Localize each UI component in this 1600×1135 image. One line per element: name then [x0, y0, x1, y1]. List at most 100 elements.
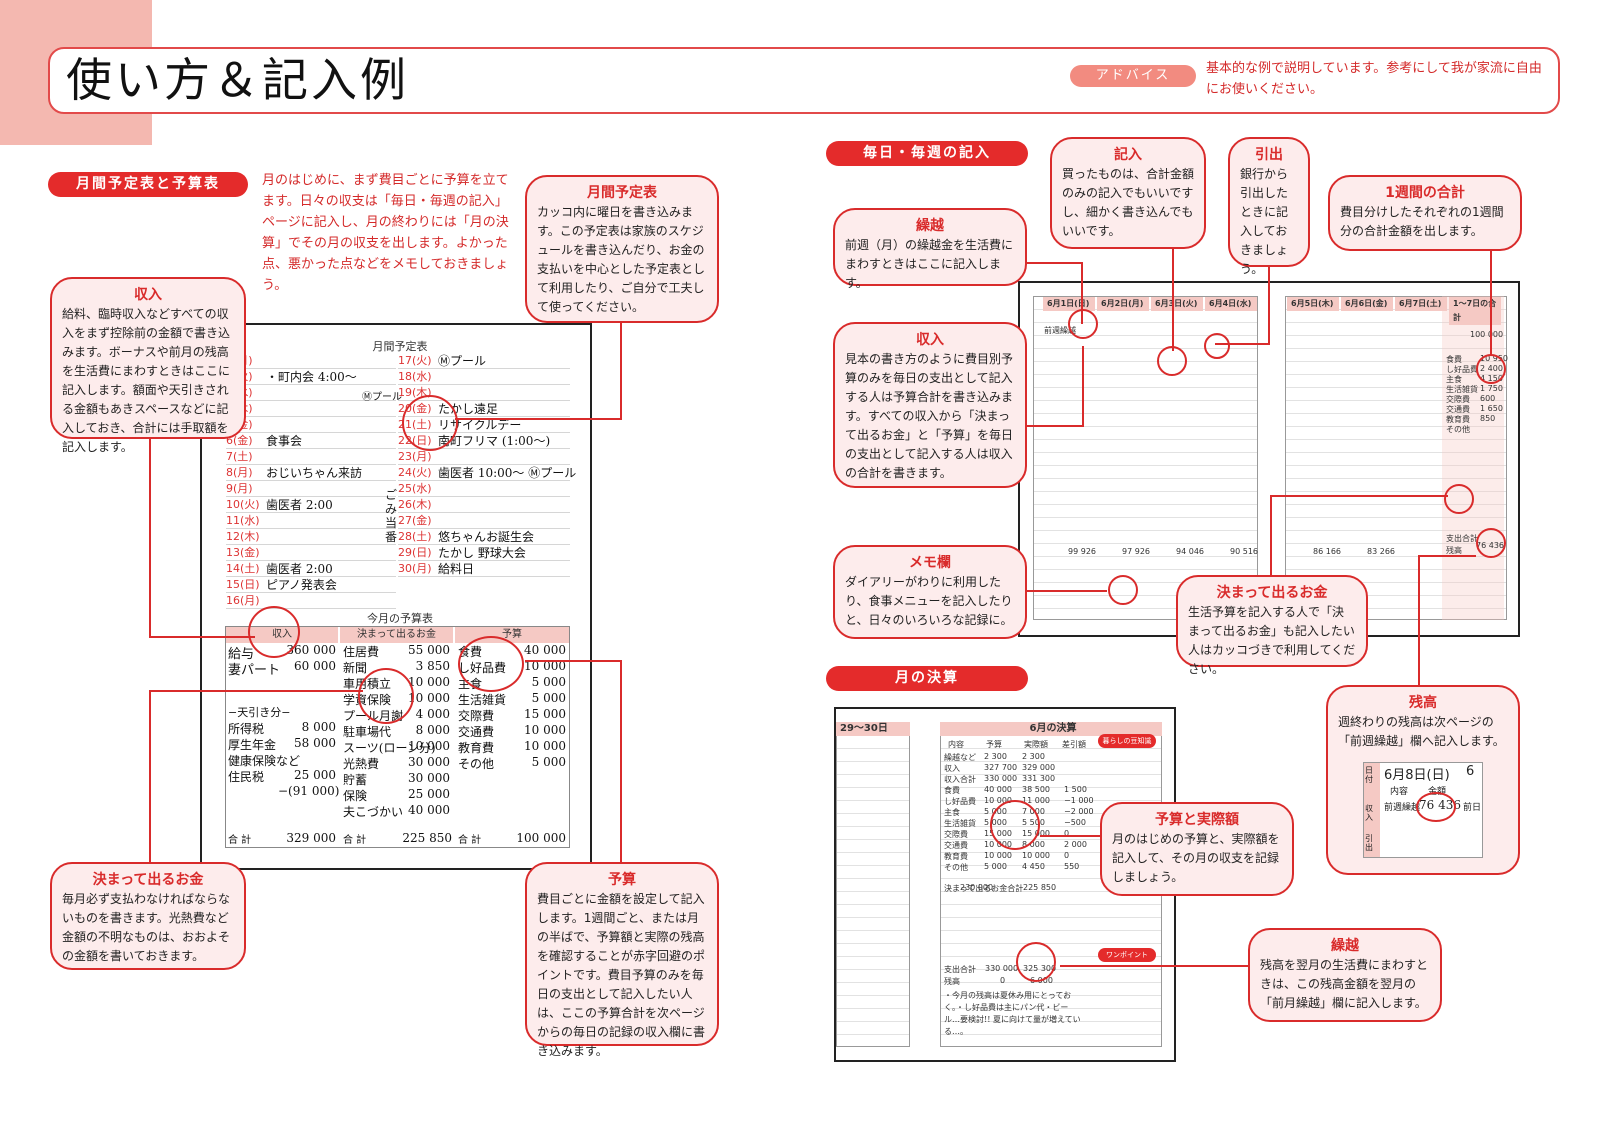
- month-row-actual: 10 000: [1022, 851, 1050, 860]
- month-balance-budget: 0: [1000, 976, 1006, 985]
- highlight-circle: [1108, 575, 1138, 605]
- balance-head-content: 内容: [1390, 787, 1409, 797]
- callout-title: 繰越: [916, 218, 944, 234]
- highlight-circle: [402, 395, 458, 451]
- fixed-amount: 8 000: [415, 723, 450, 737]
- schedule-day: 27(金): [398, 514, 432, 527]
- callout-fixed-left: 決まって出るお金 毎月必ず支払わなければならないものを書きます。光熱費など金額の…: [50, 862, 246, 970]
- fixed-item: 新聞: [343, 661, 368, 675]
- highlight-circle: [1476, 354, 1506, 384]
- connector-line: [1418, 555, 1476, 557]
- highlight-circle: [1444, 484, 1474, 514]
- week-row-label: 生活雑貨: [1446, 385, 1478, 394]
- month-memo: ・今月の残高は夏休み用にとっておく。・し好品費は主にパン代・ビール…要検討!! …: [944, 991, 1081, 1036]
- week-day-header: 6月4日(水): [1205, 297, 1257, 311]
- budget-title: 今月の予算表: [367, 612, 433, 625]
- fixed-amount: 40 000: [408, 803, 450, 817]
- tip-panel-title-2: ワンポイント: [1098, 948, 1156, 962]
- connector-line: [1027, 590, 1107, 592]
- connector-line: [620, 660, 622, 862]
- month-row-diff: −500: [1064, 818, 1086, 827]
- callout-body: 月のはじめの予算と、実際額を記入して、その月の収支を記録しましょう。: [1112, 832, 1280, 884]
- fixed-item: 住居費: [343, 645, 380, 659]
- balance-next-row: 前日: [1463, 803, 1482, 813]
- week-day-balance: 83 266: [1367, 547, 1395, 556]
- total-amount: 225 850: [402, 831, 452, 845]
- callout-carry-next-month: 繰越 残高を翌月の生活費にまわすときは、この残高金額を翌月の「前月繰越」欄に記入…: [1248, 928, 1442, 1022]
- month-balance-label: 残高: [944, 977, 960, 986]
- week-income: 100 000: [1470, 330, 1504, 339]
- callout-budget-actual: 予算と実際額 月のはじめの予算と、実際額を記入して、その月の収支を記録しましょう…: [1100, 802, 1294, 896]
- highlight-circle: [990, 800, 1040, 850]
- week-day-header: 6月3日(火): [1151, 297, 1203, 311]
- month-head: 差引額: [1062, 740, 1086, 749]
- callout-title: 決まって出るお金: [1216, 585, 1328, 601]
- callout-title: メモ欄: [909, 555, 951, 571]
- callout-title: 繰越: [1331, 938, 1359, 954]
- fixed-amount: 10 000: [408, 691, 450, 705]
- budget-amount: 40 000: [524, 643, 566, 657]
- fixed-item: 保険: [343, 789, 368, 803]
- schedule-row: 13(金): [226, 545, 396, 561]
- budget-amount: 5 000: [531, 675, 566, 689]
- week-day-header: 1〜7日の合計: [1449, 297, 1501, 325]
- week-total-value: 600: [1480, 394, 1496, 403]
- schedule-day: 13(金): [226, 546, 260, 559]
- schedule-day: 11(水): [226, 514, 260, 527]
- month-row-diff: 1 500: [1064, 785, 1087, 794]
- schedule-note: 悠ちゃんお誕生会: [438, 530, 535, 544]
- callout-body: カッコ内に曜日を書き込みます。この予定表は家族のスケジュールを書き込んだり、お金…: [537, 205, 706, 314]
- connector-line: [149, 636, 255, 638]
- garbage-duty-note: ごみ当番: [385, 488, 398, 544]
- month-row-budget: 2 300: [984, 752, 1007, 761]
- income-amount: 360 000: [286, 643, 336, 657]
- connector-line: [1172, 249, 1174, 351]
- month-row-budget: 10 000: [984, 796, 1012, 805]
- week-row-label: 交際費: [1446, 395, 1470, 404]
- schedule-day: 16(月): [226, 594, 260, 607]
- deduction-amount: 58 000: [294, 736, 336, 750]
- highlight-circle: [1157, 346, 1187, 376]
- callout-budget: 予算 費目ごとに金額を設定して記入します。1週間ごと、または月の半ばで、予算額と…: [525, 862, 719, 1058]
- week-total-column: [1442, 296, 1504, 620]
- month-row-budget: 330 000: [984, 774, 1018, 783]
- connector-line: [1268, 267, 1270, 344]
- fixed-amount: 4 000: [415, 707, 450, 721]
- connector-line: [1081, 262, 1083, 324]
- fixed-amount: 10 000: [408, 739, 450, 753]
- schedule-row: 27(金): [398, 513, 570, 529]
- month-row-label: し好品費: [944, 797, 976, 806]
- connector-line: [1490, 251, 1492, 355]
- callout-body: 費目分けしたそれぞれの1週間分の合計金額を出します。: [1340, 205, 1504, 238]
- highlight-circle: [1416, 792, 1456, 822]
- left-intro: 月のはじめに、まず費目ごとに予算を立てます。日々の収支は「毎日・毎週の記入」ペー…: [262, 173, 509, 293]
- month-row-label: 食費: [944, 786, 960, 795]
- balance-side-date: 日付: [1365, 766, 1373, 784]
- balance-example-date: 6月8日(日): [1384, 768, 1450, 783]
- schedule-row: 2(火)・町内会 4:00〜: [226, 369, 396, 385]
- month-row-budget: 327 700: [984, 763, 1018, 772]
- callout-title: 月間予定表: [587, 185, 657, 201]
- schedule-row: 18(水): [398, 369, 570, 385]
- callout-memo: メモ欄 ダイアリーがわりに利用したり、食事メニューを記入したりと、日々のいろいろ…: [833, 545, 1027, 639]
- schedule-note: たかし 野球大会: [438, 546, 526, 560]
- week-day-header: 6月5日(木): [1287, 297, 1339, 311]
- connector-line: [1027, 262, 1083, 264]
- month-row-budget: 5 000: [984, 862, 1007, 871]
- balance-row-label: 前週繰越: [1384, 803, 1421, 813]
- schedule-day: 18(水): [398, 370, 432, 383]
- schedule-note: Ⓜプール: [438, 354, 487, 368]
- schedule-row: 23(月): [398, 449, 570, 465]
- schedule-day: 9(月): [226, 482, 253, 495]
- month-head: 予算: [986, 740, 1002, 749]
- callout-title: 予算: [608, 872, 636, 888]
- connector-line: [620, 323, 622, 419]
- schedule-note: 南町フリマ (1:00〜): [438, 434, 551, 448]
- fixed-item: スーツ(ローン分): [343, 741, 436, 755]
- month-row-diff: 0: [1064, 851, 1070, 860]
- schedule-note: ピアノ発表会: [266, 578, 337, 592]
- schedule-day: 23(月): [398, 450, 432, 463]
- callout-title: 決まって出るお金: [92, 872, 204, 888]
- month-row-actual: 329 000: [1022, 763, 1056, 772]
- week-row-label: 交通費: [1446, 405, 1470, 414]
